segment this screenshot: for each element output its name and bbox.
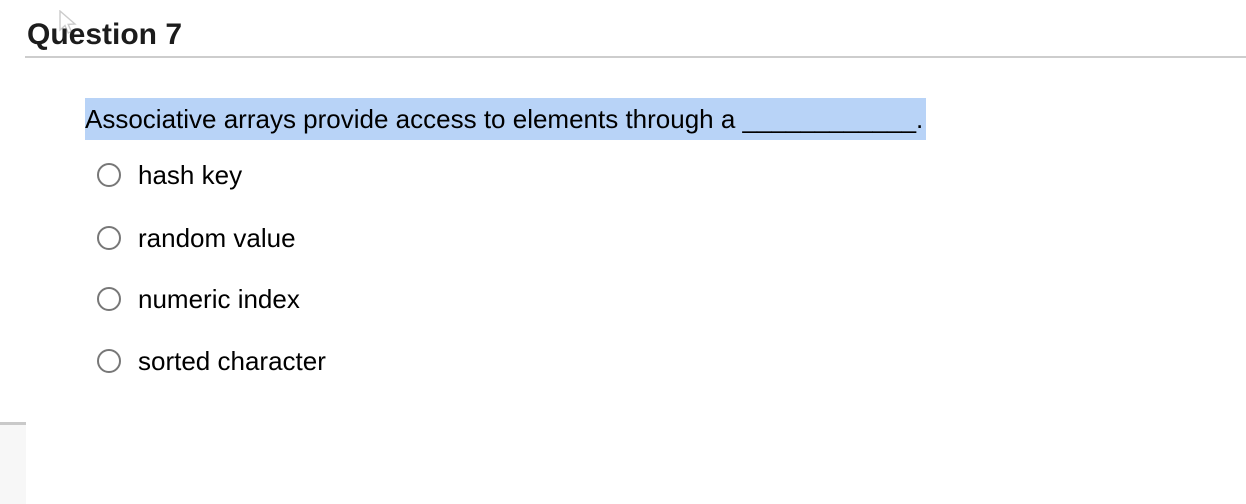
radio-button[interactable]: [97, 163, 121, 187]
option-label: numeric index: [138, 284, 300, 314]
answer-option-hash-key[interactable]: hash key: [97, 162, 242, 188]
heading-divider: [25, 56, 1246, 58]
radio-button[interactable]: [97, 287, 121, 311]
question-text-selection: Associative arrays provide access to ele…: [85, 98, 927, 140]
option-label: random value: [138, 223, 296, 253]
answer-option-random-value[interactable]: random value: [97, 225, 296, 251]
question-text: Associative arrays provide access to ele…: [85, 98, 927, 140]
left-panel-edge: [0, 422, 26, 504]
radio-button[interactable]: [97, 349, 121, 373]
answer-option-sorted-character[interactable]: sorted character: [97, 348, 326, 374]
question-heading: Question 7: [27, 18, 183, 51]
option-label: sorted character: [138, 346, 326, 376]
radio-button[interactable]: [97, 226, 121, 250]
answer-option-numeric-index[interactable]: numeric index: [97, 286, 300, 312]
option-label: hash key: [138, 160, 243, 190]
